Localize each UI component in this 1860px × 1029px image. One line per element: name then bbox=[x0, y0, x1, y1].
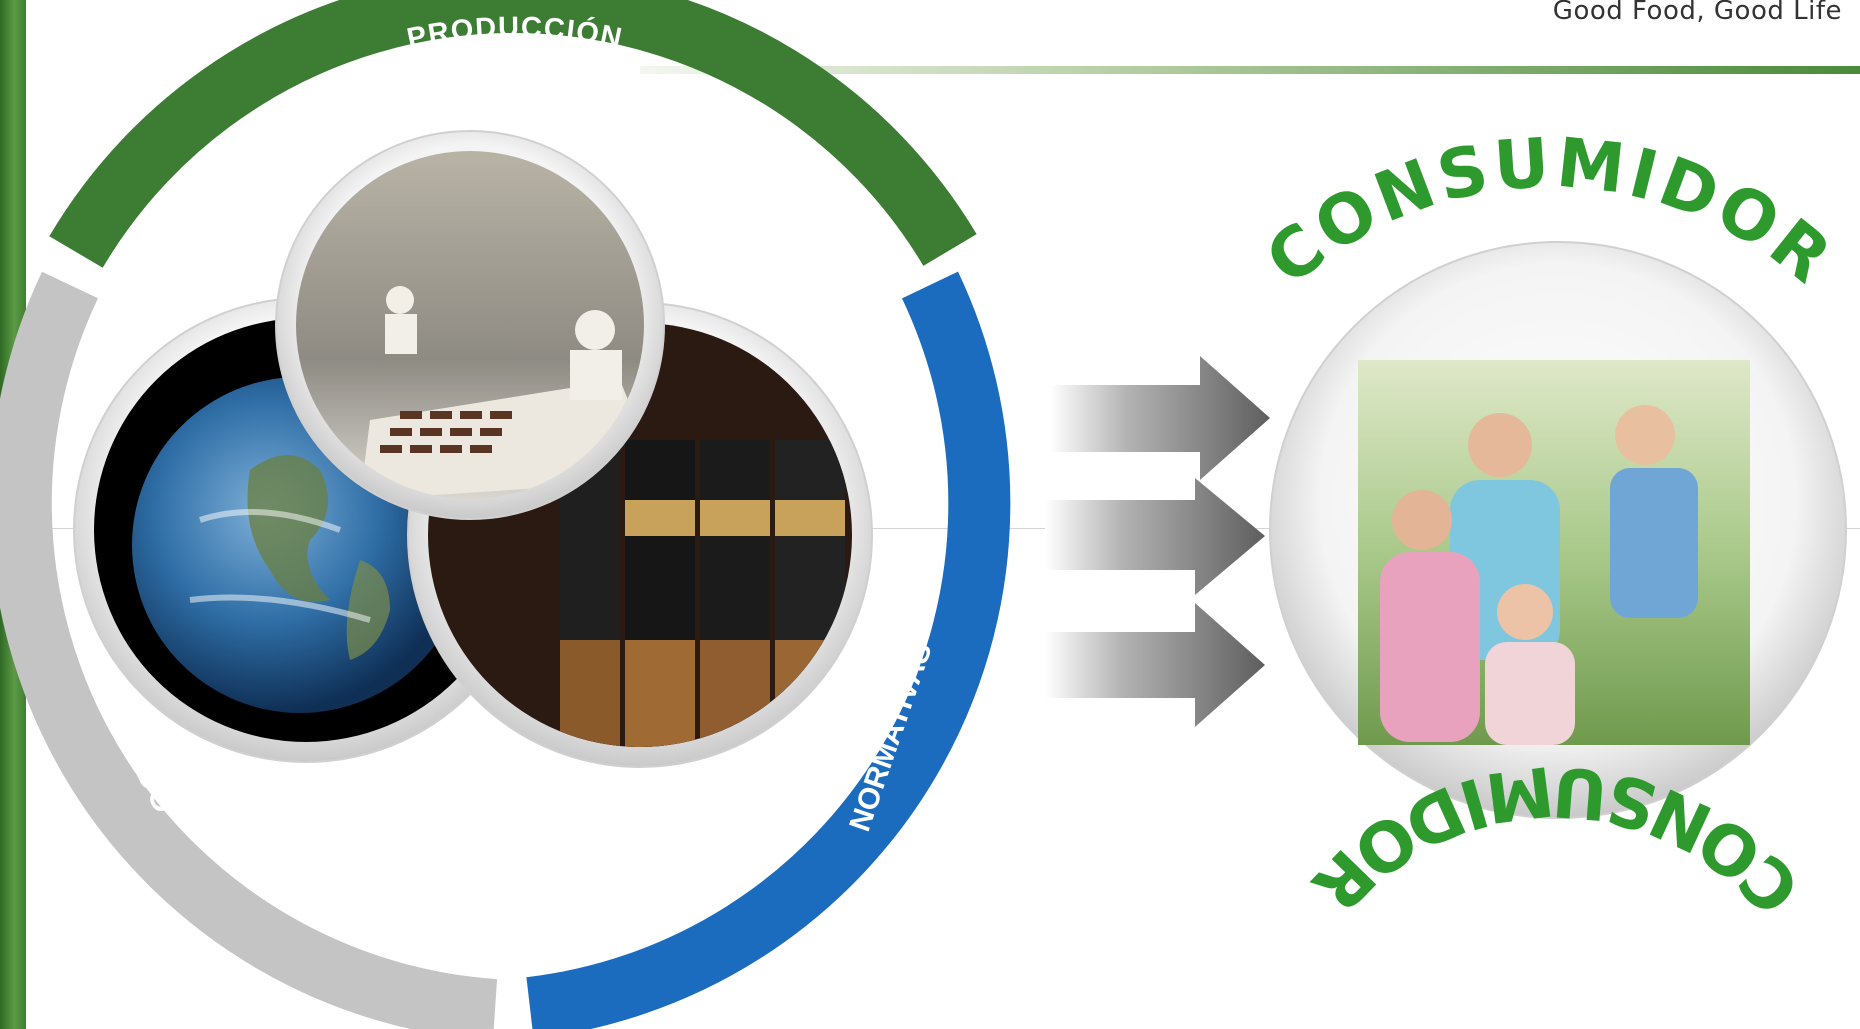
arrows bbox=[1045, 356, 1270, 727]
label-consumidor-bottom: CONSUMIDOR bbox=[1294, 750, 1817, 929]
family-photo-icon bbox=[1380, 405, 1698, 745]
consumer-bubble bbox=[1269, 241, 1847, 819]
ring-segment-mercado bbox=[0, 271, 498, 1029]
center-guide-line bbox=[0, 528, 1860, 529]
ring bbox=[0, 0, 1011, 1029]
factory-bubble bbox=[275, 130, 665, 520]
arrow-3 bbox=[1045, 603, 1265, 727]
header-divider bbox=[640, 66, 1860, 74]
label-produccion: PRODUCCIÓN bbox=[404, 11, 626, 55]
factory-photo-icon bbox=[296, 151, 644, 499]
ring-segment-produccion bbox=[49, 0, 977, 268]
tagline: Good Food, Good Life bbox=[1552, 0, 1842, 26]
arrow-1 bbox=[1050, 356, 1270, 480]
arrow-2 bbox=[1045, 478, 1265, 595]
ring-segment-normativas bbox=[526, 271, 1011, 1029]
